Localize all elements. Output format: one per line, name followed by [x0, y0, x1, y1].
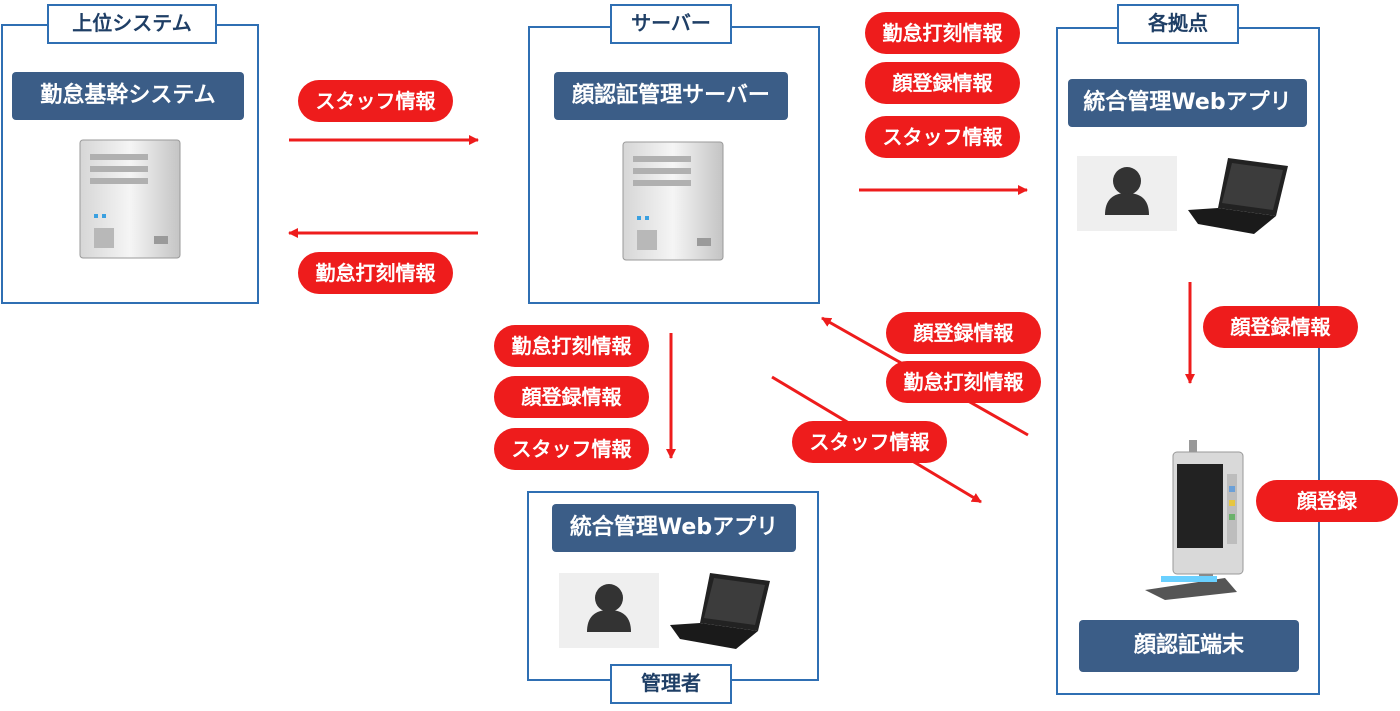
- label-staff-info: スタッフ情報: [792, 421, 947, 463]
- admin-web-app: 統合管理Webアプリ: [552, 504, 796, 552]
- label-face-registration-info: 顔登録情報: [886, 312, 1041, 354]
- server-icon: [622, 141, 724, 261]
- group-title-server: サーバー: [610, 4, 732, 44]
- label-staff-info: スタッフ情報: [865, 116, 1020, 158]
- group-title-admin: 管理者: [610, 664, 732, 704]
- label-attendance-info: 勤怠打刻情報: [886, 361, 1041, 403]
- arrows: [288, 135, 1195, 504]
- person-icon: [587, 584, 631, 632]
- sites-web-app: 統合管理Webアプリ: [1068, 79, 1307, 127]
- attendance-core-system: 勤怠基幹システム: [12, 72, 244, 120]
- label-attendance-info: 勤怠打刻情報: [298, 252, 453, 294]
- group-title-upper: 上位システム: [47, 4, 217, 44]
- label-attendance-info: 勤怠打刻情報: [865, 12, 1020, 54]
- laptop-icon: [1188, 158, 1288, 234]
- person-icon: [1105, 167, 1149, 215]
- label-staff-info: スタッフ情報: [298, 80, 453, 122]
- label-face-registration-info: 顔登録情報: [865, 62, 1020, 104]
- face-terminal-icon: [1145, 440, 1244, 600]
- face-auth-server: 顔認証管理サーバー: [554, 72, 788, 120]
- label-attendance-info: 勤怠打刻情報: [494, 325, 649, 367]
- face-auth-terminal-label: 顔認証端末: [1079, 620, 1299, 672]
- label-face-registration: 顔登録: [1256, 480, 1398, 522]
- label-staff-info: スタッフ情報: [494, 428, 649, 470]
- label-face-registration-info: 顔登録情報: [1203, 306, 1358, 348]
- group-title-sites: 各拠点: [1117, 4, 1239, 44]
- label-face-registration-info: 顔登録情報: [494, 376, 649, 418]
- laptop-icon: [670, 573, 770, 649]
- server-icon: [79, 139, 181, 259]
